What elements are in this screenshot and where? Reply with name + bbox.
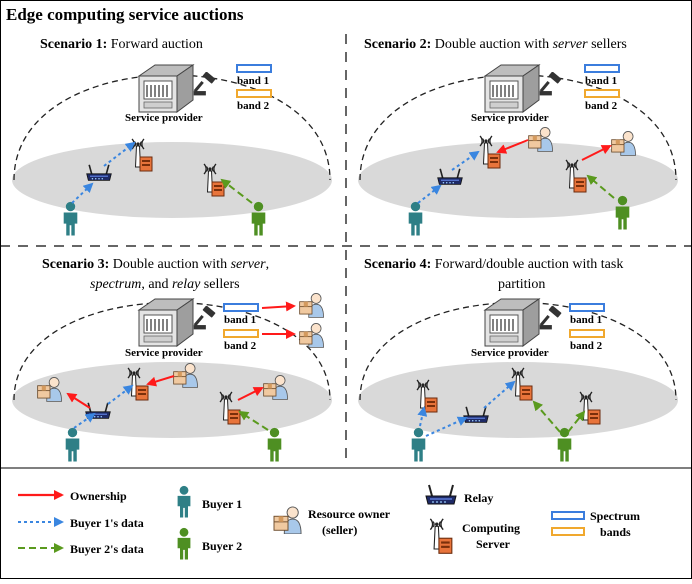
legend-buyer-1-icon — [177, 485, 191, 518]
scenario-3-title-line-1: Scenario 3: Double auction with server, — [42, 257, 269, 272]
legend-computing-server-icon — [429, 518, 453, 555]
legend-resource-owner-label-2: (seller) — [322, 523, 357, 537]
legend: Ownership Buyer 1's data Buyer 2's data … — [18, 484, 640, 560]
legend-ownership-label: Ownership — [70, 489, 127, 503]
band-2-label: band 2 — [224, 340, 257, 352]
buyer-1-data-arrow — [73, 412, 96, 429]
band-2-label: band 2 — [585, 100, 618, 112]
legend-buyer-2-icon — [177, 527, 191, 560]
band-2-icon — [236, 89, 272, 98]
service-provider-label: Service provider — [125, 347, 203, 359]
buyer-2-data-arrow — [220, 178, 253, 204]
buyer-1-data-arrow — [417, 184, 442, 204]
band-1-icon — [569, 303, 605, 312]
legend-buyer-1-data-label: Buyer 1's data — [70, 516, 144, 530]
buyer-2-data-arrow — [238, 410, 269, 431]
band-1-label: band 1 — [224, 314, 256, 326]
buyer-2-icon — [267, 427, 282, 462]
service-provider-label: Service provider — [125, 112, 203, 124]
band-1-icon — [584, 64, 620, 73]
band-2-icon — [584, 89, 620, 98]
band-2-label: band 2 — [237, 100, 270, 112]
gavel-icon — [539, 72, 562, 96]
gavel-icon — [539, 306, 562, 330]
legend-spectrum-label-2: bands — [600, 525, 631, 539]
band-1-label: band 1 — [585, 75, 617, 87]
gavel-icon — [193, 306, 216, 330]
service-provider-label: Service provider — [471, 347, 549, 359]
service-provider-label: Service provider — [471, 112, 549, 124]
legend-computing-label-2: Server — [476, 537, 511, 551]
service-provider-icon — [484, 298, 540, 347]
buyer-1-data-arrow — [107, 384, 134, 405]
buyer-2-data-arrow — [532, 400, 561, 433]
legend-spectrum-band-1-icon — [551, 511, 585, 520]
scenario-4-title-line-1: Scenario 4: Forward/double auction with … — [364, 257, 623, 272]
scenario-2-panel: Scenario 2: Double auction with server s… — [358, 37, 678, 236]
scenario-1-panel: Scenario 1: Forward auction band 1 band … — [12, 37, 332, 236]
buyer-1-data-arrow — [451, 150, 480, 171]
ownership-arrow — [146, 375, 175, 387]
legend-resource-owner-label-1: Resource owner — [308, 507, 391, 521]
band-2-label: band 2 — [570, 340, 603, 352]
scenario-3-panel: Scenario 3: Double auction with server, … — [12, 257, 332, 462]
legend-spectrum-band-2-icon — [551, 527, 585, 536]
band-1-label: band 1 — [237, 75, 269, 87]
buyer-1-data-arrow — [103, 141, 136, 167]
scenario-2-title: Scenario 2: Double auction with server s… — [364, 37, 627, 52]
buyer-2-data-arrow — [567, 410, 586, 433]
resource-owner-icon — [611, 131, 636, 156]
legend-relay-icon — [425, 484, 457, 505]
legend-relay-label: Relay — [464, 491, 493, 505]
legend-spectrum-label-1: Spectrum — [590, 509, 640, 523]
scenario-1-ground — [12, 142, 332, 218]
legend-buyer-1-label: Buyer 1 — [202, 497, 242, 511]
scenario-2-ground — [358, 142, 678, 218]
scenario-3-title-line-2: spectrum, and relay sellers — [90, 277, 240, 292]
buyer-1-data-arrow — [71, 182, 94, 204]
service-provider-icon — [138, 64, 194, 113]
legend-buyer-2-data-label: Buyer 2's data — [70, 542, 144, 556]
scenario-1-title: Scenario 1: Forward auction — [40, 37, 203, 52]
ownership-arrow — [66, 392, 91, 409]
legend-buyer-2-label: Buyer 2 — [202, 539, 242, 553]
legend-computing-label-1: Computing — [462, 521, 520, 535]
buyer-1-icon — [411, 427, 426, 462]
band-1-icon — [223, 303, 259, 312]
band-1-label: band 1 — [570, 314, 602, 326]
band-1-icon — [236, 64, 272, 73]
ownership-arrow — [237, 387, 264, 401]
buyer-2-data-arrow — [586, 174, 615, 199]
resource-owner-icon — [299, 293, 324, 318]
scenario-4-panel: Scenario 4: Forward/double auction with … — [358, 257, 678, 462]
ownership-arrow — [496, 139, 529, 154]
legend-resource-owner-icon — [273, 506, 302, 534]
service-provider-icon — [484, 64, 540, 113]
resource-owner-icon — [528, 127, 553, 152]
ownership-arrow — [261, 301, 296, 312]
band-2-icon — [569, 329, 605, 338]
buyer-1-icon — [65, 427, 80, 462]
resource-owner-icon — [299, 323, 324, 348]
ownership-arrow — [581, 145, 612, 161]
scenario-4-title-line-2: partition — [498, 277, 545, 292]
gavel-icon — [193, 72, 216, 96]
band-2-icon — [223, 329, 259, 338]
buyer-1-data-arrow — [483, 380, 516, 409]
buyer-1-data-arrow — [425, 416, 468, 437]
service-provider-icon — [138, 298, 194, 347]
page-title: Edge computing service auctions — [6, 5, 244, 24]
